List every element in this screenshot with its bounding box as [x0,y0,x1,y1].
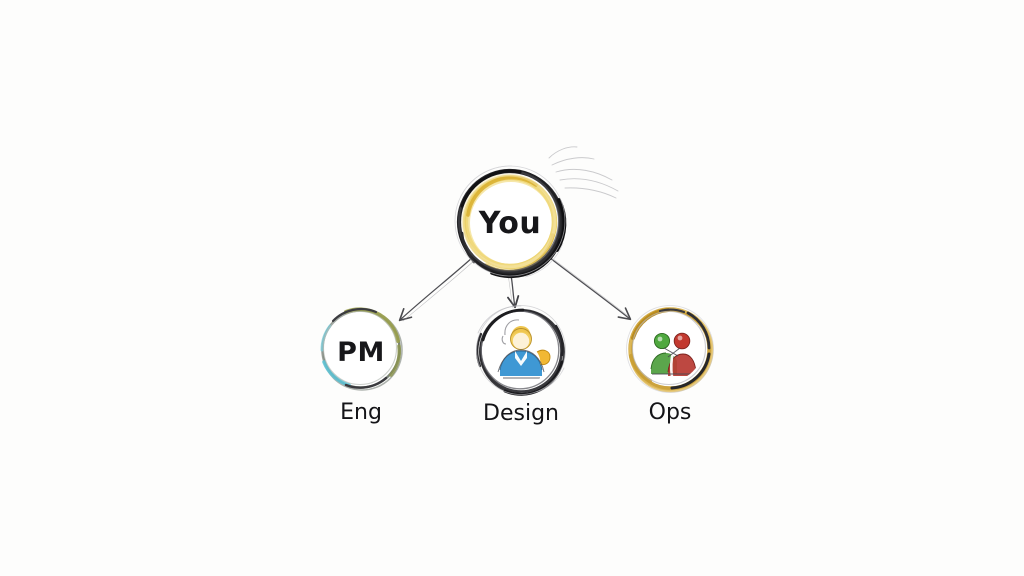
node-design[interactable] [476,305,566,396]
node-eng-ring [320,307,403,391]
node-label-ops: Ops [649,400,692,425]
stray-sketch-marks [548,146,619,199]
node-design-ring [476,305,566,396]
node-label-eng: Eng [340,400,382,425]
connector-you-to-ops [547,254,632,321]
single-person-icon [497,319,551,379]
connector-you-to-eng [398,256,477,322]
node-ops[interactable] [626,305,714,393]
node-eng-inner-text: PM [337,337,385,368]
node-you[interactable]: You [454,165,567,279]
node-label-design: Design [483,401,559,426]
node-you-halo-scribble [454,165,566,278]
node-eng-fill [322,310,400,388]
node-you-fill [460,172,560,272]
node-ops-ring [626,305,714,393]
node-you-text: You [478,206,541,241]
node-you-gold-ring [461,173,558,273]
node-eng[interactable]: PM [320,307,403,391]
two-people-icon [650,332,697,378]
connector-group [398,254,632,322]
